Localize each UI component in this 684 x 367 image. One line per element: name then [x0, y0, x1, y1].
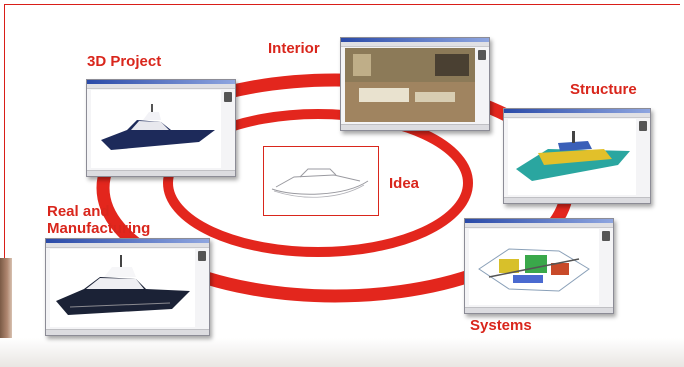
window-menubar — [504, 113, 650, 118]
window-menubar — [46, 243, 209, 248]
window-titlebar — [504, 109, 650, 113]
bottom-band — [0, 338, 684, 367]
window-statusbar — [341, 124, 489, 130]
label-systems: Systems — [470, 317, 532, 334]
project-window — [86, 79, 236, 177]
systems-model-icon — [469, 229, 599, 305]
window-statusbar — [504, 197, 650, 203]
label-real-and-manufacturing: Real and Manufacturing — [47, 203, 151, 237]
toolbar-icon — [478, 50, 486, 60]
window-titlebar — [46, 239, 209, 243]
yacht-render-icon — [91, 90, 221, 168]
window-statusbar — [46, 329, 209, 335]
window-menubar — [87, 84, 235, 89]
window-menubar — [465, 223, 613, 228]
window-menubar — [341, 42, 489, 47]
label-interior: Interior — [268, 40, 320, 57]
toolbar-icon — [602, 231, 610, 241]
window-statusbar — [87, 170, 235, 176]
toolbar-icon — [198, 251, 206, 261]
label-idea: Idea — [389, 175, 420, 192]
structure-model-icon — [508, 119, 636, 195]
window-titlebar — [87, 80, 235, 84]
real-window — [45, 238, 210, 336]
window-titlebar — [341, 38, 489, 42]
toolbar-icon — [639, 121, 647, 131]
yacht-photo-icon — [50, 249, 195, 327]
sketch-icon — [263, 146, 379, 216]
label-structure: Structure — [570, 81, 637, 98]
diagram-frame — [4, 4, 680, 364]
label-3d-project: 3D Project — [87, 53, 162, 70]
background-photo-edge — [0, 258, 12, 338]
inner-ring — [163, 109, 473, 257]
toolbar-icon — [224, 92, 232, 102]
window-statusbar — [465, 307, 613, 313]
interior-window — [340, 37, 490, 131]
systems-window — [464, 218, 614, 314]
window-titlebar — [465, 219, 613, 223]
interior-render-icon — [345, 48, 475, 122]
structure-window — [503, 108, 651, 204]
